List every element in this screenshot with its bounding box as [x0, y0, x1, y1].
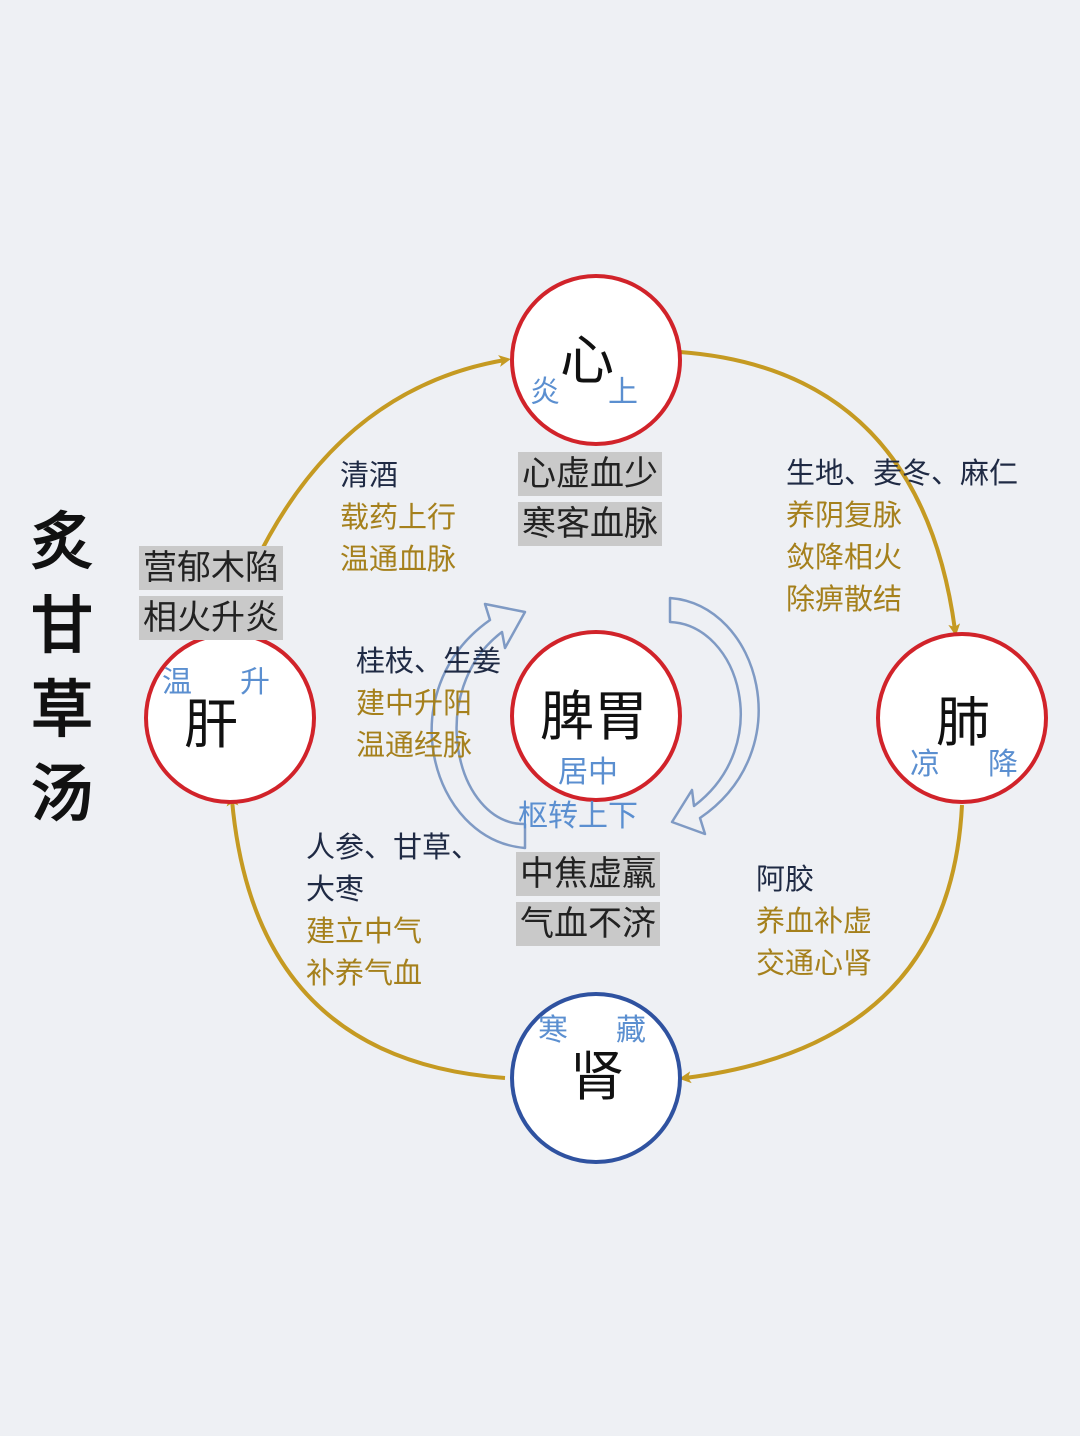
pathology-line: 寒客血脉	[518, 502, 662, 546]
arrow-heart-to-lung	[679, 350, 961, 636]
herb-effect: 养阴复脉	[786, 498, 903, 532]
center-pathology: 中焦虚羸 气血不济	[516, 852, 660, 946]
pathology-line: 中焦虚羸	[516, 852, 660, 896]
liver-prop-1: 温	[162, 665, 192, 700]
inner-arrow-right	[668, 596, 760, 836]
pathology-line: 相火升炎	[139, 596, 283, 640]
herb-group-guizhi: 桂枝、生姜 建中升阳 温通经脉	[356, 640, 501, 766]
arrow-kidney-to-liver	[226, 794, 506, 1080]
kidney-label: 肾	[570, 1045, 624, 1108]
arrow-liver-to-heart	[243, 355, 511, 586]
herb-name: 大枣	[306, 872, 365, 906]
arrow-lung-to-kidney	[679, 804, 964, 1084]
herb-effect: 载药上行	[340, 500, 457, 534]
lung-label: 肺	[936, 691, 990, 754]
inner-arrow-left	[430, 602, 527, 850]
lung-prop-2: 降	[988, 747, 1018, 782]
herb-group-ejiao: 阿胶 养血补虚 交通心肾	[756, 858, 872, 984]
lung-circle	[876, 632, 1048, 804]
liver-label: 肝	[184, 693, 238, 756]
herb-group-shengdi: 生地、麦冬、麻仁 养阴复脉 敛降相火 除痹散结	[786, 452, 1018, 620]
herb-group-renshen: 人参、甘草、 大枣 建立中气 补养气血	[306, 826, 480, 994]
herb-name: 桂枝、生姜	[356, 644, 502, 678]
herb-effect: 温通血脉	[340, 542, 457, 576]
herb-name: 生地、麦冬、麻仁	[786, 456, 1019, 490]
heart-pathology: 心虚血少 寒客血脉	[518, 452, 662, 546]
spleen-prop-2: 枢转上下	[518, 799, 638, 834]
pathology-line: 心虚血少	[518, 452, 662, 496]
herb-name: 人参、甘草、	[306, 830, 481, 864]
pathology-line: 气血不济	[516, 902, 660, 946]
herb-effect: 建立中气	[306, 914, 423, 948]
liver-prop-2: 升	[240, 665, 270, 700]
formula-title: 炙甘草汤	[30, 505, 93, 830]
herb-name: 阿胶	[756, 862, 815, 896]
herb-effect: 敛降相火	[786, 540, 903, 574]
herb-effect: 建中升阳	[356, 686, 473, 720]
herb-effect: 补养气血	[306, 956, 423, 990]
heart-prop-2: 上	[608, 375, 638, 410]
herb-effect: 除痹散结	[786, 582, 903, 616]
spleen-label: 脾胃	[540, 685, 648, 748]
spleen-prop-1: 居中	[558, 755, 618, 790]
pathology-line: 营郁木陷	[139, 546, 283, 590]
heart-circle	[510, 274, 682, 446]
herb-name: 清酒	[340, 458, 399, 492]
lung-prop-1: 凉	[910, 747, 940, 782]
herb-effect: 温通经脉	[356, 728, 473, 762]
herb-effect: 交通心肾	[756, 946, 873, 980]
kidney-circle	[510, 992, 682, 1164]
herb-effect: 养血补虚	[756, 904, 873, 938]
kidney-prop-1: 寒	[538, 1013, 568, 1048]
kidney-prop-2: 藏	[616, 1013, 646, 1048]
heart-label: 心	[560, 329, 614, 392]
heart-prop-1: 炎	[530, 375, 560, 410]
liver-pathology: 营郁木陷 相火升炎	[139, 546, 283, 640]
herb-group-qingjiu: 清酒 载药上行 温通血脉	[340, 454, 456, 580]
spleen-circle	[510, 630, 682, 802]
